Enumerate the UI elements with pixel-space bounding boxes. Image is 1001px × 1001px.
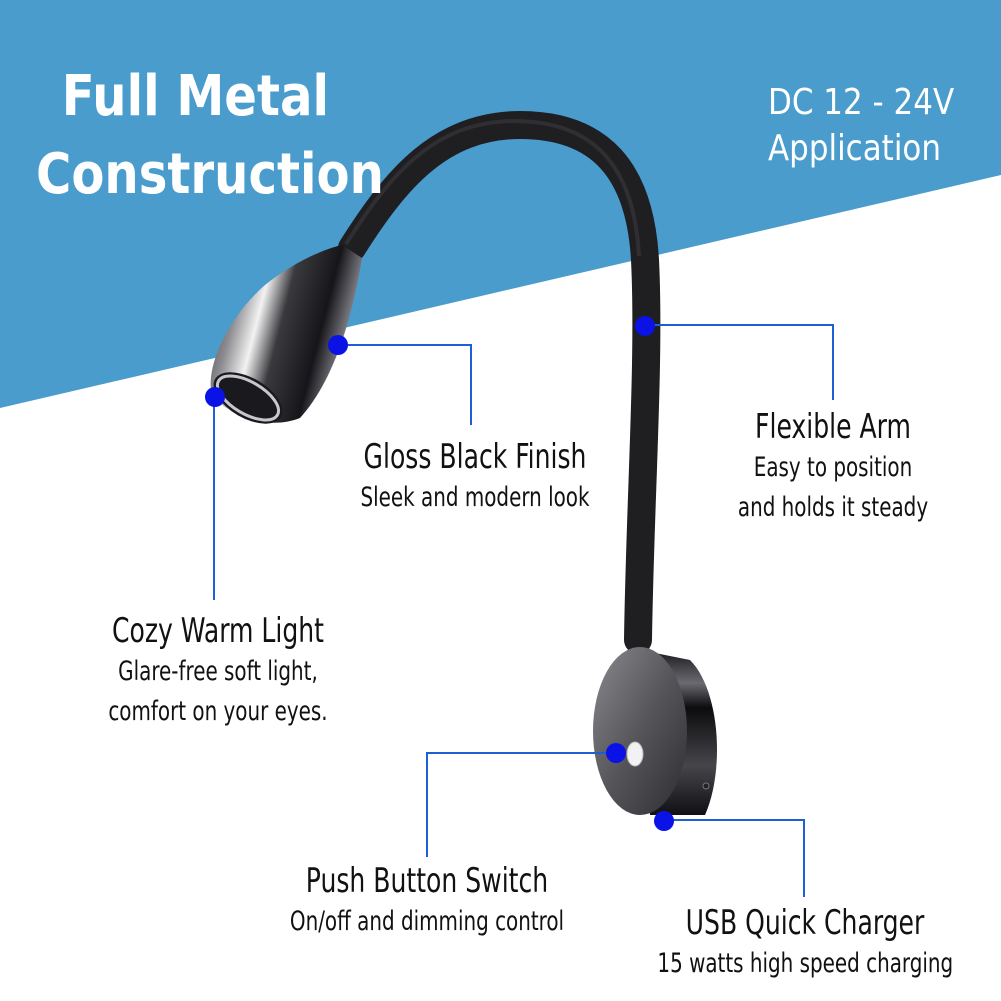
callout-line-switch: [426, 752, 612, 857]
callout-desc: 15 watts high speed charging: [657, 948, 954, 979]
callout-dot-switch: [606, 743, 626, 763]
voltage-line-1: DC 12 - 24V: [768, 82, 955, 123]
callout-dot-gloss: [328, 335, 348, 355]
callout-desc-line-2: comfort on your eyes.: [108, 696, 328, 727]
callout-flexible-arm: Flexible Arm Easy to position and holds …: [710, 406, 956, 528]
callout-line-usb: [664, 819, 805, 897]
callout-desc-line-2: and holds it steady: [737, 492, 929, 523]
callout-heading: Flexible Arm: [755, 407, 911, 447]
callout-line-gloss: [338, 344, 472, 425]
lamp-head: [210, 245, 362, 424]
callout-line-flex: [645, 324, 834, 400]
callout-push-button-switch: Push Button Switch On/off and dimming co…: [284, 860, 571, 942]
callout-cozy-warm-light: Cozy Warm Light Glare-free soft light, c…: [95, 610, 341, 732]
callout-dot-usb: [654, 811, 674, 831]
callout-dot-light: [205, 387, 225, 407]
callout-gloss-black-finish: Gloss Black Finish Sleek and modern look: [352, 436, 598, 518]
flexible-arm: [338, 110, 661, 654]
callout-heading: USB Quick Charger: [685, 903, 925, 943]
title-line-2: Construction: [36, 142, 384, 207]
main-title: Full Metal Construction: [36, 58, 384, 214]
voltage-badge: DC 12 - 24V Application: [768, 80, 954, 172]
title-line-1: Full Metal: [61, 64, 329, 129]
callout-desc: Sleek and modern look: [360, 482, 590, 513]
voltage-line-2: Application: [768, 128, 941, 169]
callout-desc-line-1: Glare-free soft light,: [118, 656, 318, 687]
callout-heading: Gloss Black Finish: [363, 437, 587, 477]
callout-heading: Push Button Switch: [305, 861, 549, 901]
callout-dot-flex: [635, 316, 655, 336]
callout-heading: Cozy Warm Light: [111, 611, 325, 651]
callout-desc-line-1: Easy to position: [753, 452, 913, 483]
wall-base-disc: [593, 647, 717, 815]
callout-desc: On/off and dimming control: [289, 906, 565, 937]
callout-usb-quick-charger: USB Quick Charger 15 watts high speed ch…: [657, 902, 954, 984]
